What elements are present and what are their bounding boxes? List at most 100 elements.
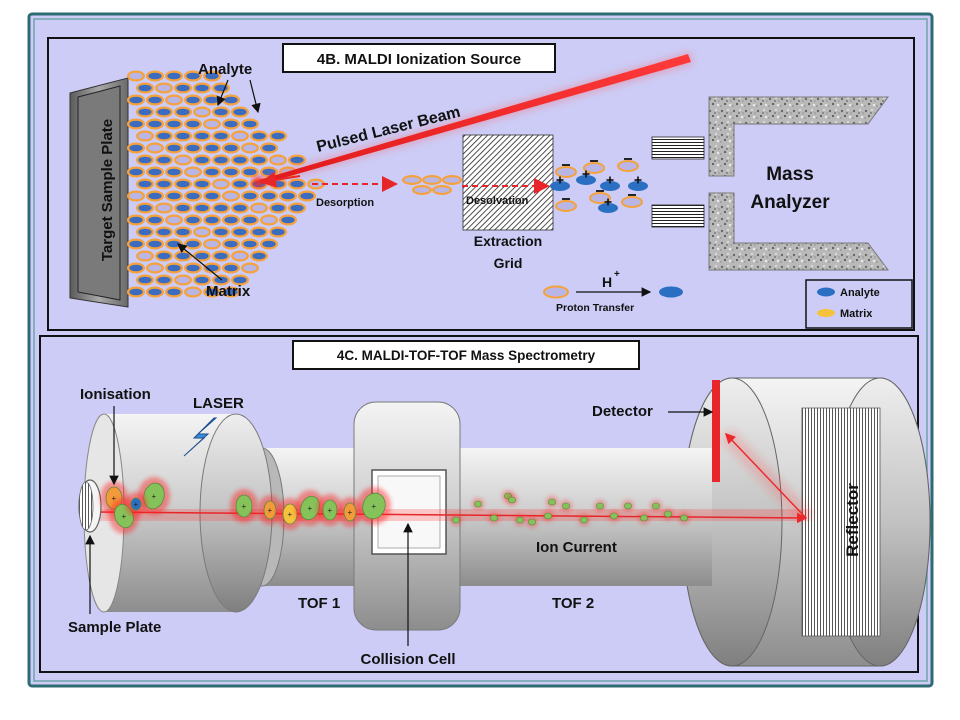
particle-core (290, 156, 304, 164)
particle-core (138, 204, 152, 212)
laser-impact-arrow (260, 171, 301, 188)
particle-core (233, 252, 247, 260)
desorption-label: Desorption (316, 197, 374, 209)
particle-core (224, 240, 238, 248)
particle-core (129, 72, 143, 80)
particle-core (167, 264, 181, 272)
ion-current-label: Ion Current (536, 539, 617, 556)
particle-core (148, 96, 162, 104)
ion-charge: + (152, 492, 157, 501)
fragment-ion (516, 516, 524, 524)
particle-core (224, 144, 238, 152)
particle-core (262, 240, 276, 248)
particle-core (176, 132, 190, 140)
laser-label: LASER (193, 395, 244, 412)
particle-core (129, 192, 143, 200)
particle-core (195, 276, 209, 284)
reflected-glow (720, 428, 812, 524)
fragment-ion (528, 518, 536, 526)
extraction-grid (462, 134, 554, 231)
proton-transfer-label: Proton Transfer (556, 302, 634, 314)
particle-core (252, 132, 266, 140)
particle-core (176, 84, 190, 92)
fragment-ion (596, 502, 604, 510)
particle-core (176, 108, 190, 116)
collision-cell-label: Collision Cell (360, 651, 455, 668)
particle-core (167, 72, 181, 80)
fragment-ion (562, 502, 570, 510)
particle-core (195, 180, 209, 188)
matrix-ion (621, 196, 643, 208)
particle-core (167, 216, 181, 224)
particle-core (157, 204, 171, 212)
particle-core (138, 156, 152, 164)
reflector-label: Reflector (843, 483, 862, 557)
particle-core (233, 228, 247, 236)
particle-core (281, 192, 295, 200)
particle-core (205, 216, 219, 224)
particle-core (262, 216, 276, 224)
matrix-ion (617, 160, 639, 172)
matrix-ion (583, 162, 605, 174)
particle-core (290, 180, 304, 188)
fragment-ion (624, 502, 632, 510)
fragment-ion (652, 502, 660, 510)
particle-core (176, 204, 190, 212)
particle-core (129, 264, 143, 272)
matrix-ion (589, 192, 611, 204)
particle-core (224, 216, 238, 224)
extraction-label: Extraction (474, 233, 542, 249)
fragment-ion (508, 496, 516, 504)
particle-core (157, 252, 171, 260)
particle-core (148, 72, 162, 80)
particle-core (186, 144, 200, 152)
particle-core (148, 168, 162, 176)
particle-core (157, 228, 171, 236)
fragment-ion (544, 512, 552, 520)
panel-c-title: 4C. MALDI-TOF-TOF Mass Spectrometry (337, 348, 596, 363)
ion-charge: + (328, 506, 333, 515)
ion-charge: + (242, 502, 247, 511)
particle-core (138, 180, 152, 188)
desorbed-cluster (402, 175, 462, 195)
particle-core (138, 276, 152, 284)
particle-core (414, 187, 430, 193)
ion-charge: + (372, 502, 377, 511)
particle-core (138, 84, 152, 92)
grid-label: Grid (494, 255, 523, 271)
particle-core (214, 156, 228, 164)
particle-core (157, 276, 171, 284)
ion-charge: + (134, 500, 139, 509)
particle-core (176, 228, 190, 236)
particle-core (243, 144, 257, 152)
particle-core (195, 252, 209, 260)
particle-core (129, 240, 143, 248)
proton-transfer-analyte (659, 286, 683, 298)
particle-core (195, 228, 209, 236)
particle-core (224, 96, 238, 104)
fragment-ion (664, 510, 672, 518)
particle-core (300, 192, 314, 200)
ion (235, 494, 253, 518)
particle-core (148, 120, 162, 128)
particle-core (186, 192, 200, 200)
particle-core (195, 156, 209, 164)
sample-plate-rim (78, 481, 94, 531)
matrix-label: Matrix (206, 283, 251, 300)
particle-core (224, 168, 238, 176)
particle-core (214, 228, 228, 236)
pulsed-laser-beam (259, 54, 691, 184)
particle-core (176, 180, 190, 188)
analyte-ion (576, 175, 596, 185)
particle-core (205, 72, 219, 80)
particle-core (205, 144, 219, 152)
ion (362, 492, 386, 520)
particle-core (157, 132, 171, 140)
particle-core (214, 276, 228, 284)
particle-core (233, 204, 247, 212)
ionisation-label: Ionisation (80, 386, 151, 403)
ion (143, 482, 165, 510)
analyte-ion (550, 181, 570, 191)
particle-core (404, 177, 420, 183)
